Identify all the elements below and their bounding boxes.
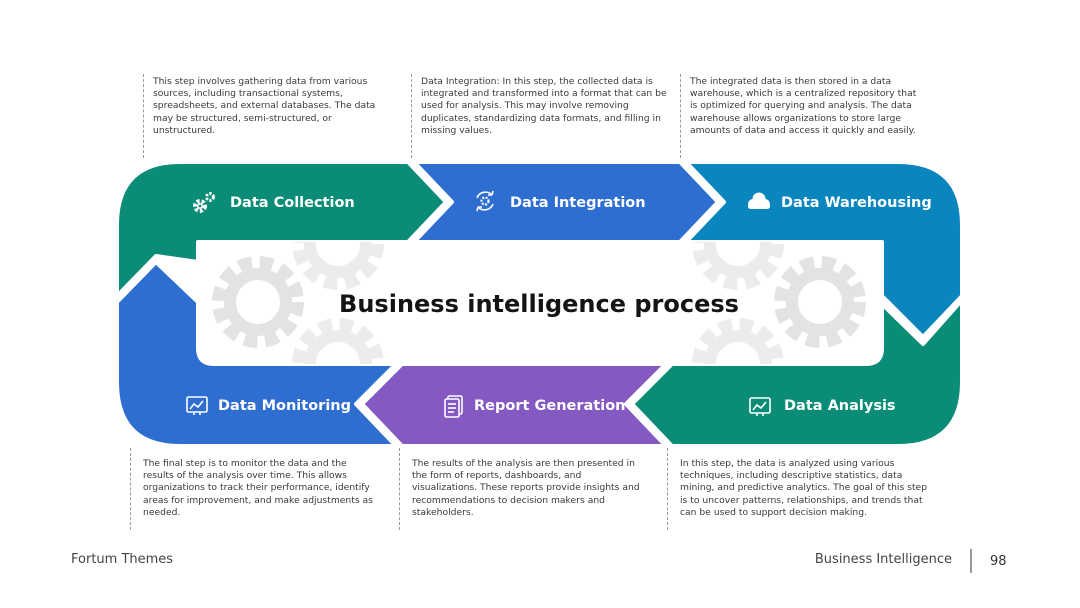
leader-line-report <box>399 448 400 530</box>
gear-icon <box>692 242 784 290</box>
footer-brand: Fortum Themes <box>71 552 174 567</box>
gear-icon <box>292 242 384 290</box>
leader-line-collection <box>143 74 144 158</box>
desc-integration: Data Integration: In this step, the coll… <box>421 76 667 136</box>
leader-line-monitoring <box>130 448 131 530</box>
chart-monitor-icon <box>749 397 771 416</box>
footer-divider <box>970 549 972 573</box>
sync-gear-icon <box>476 190 494 212</box>
cloud-icon <box>748 192 770 209</box>
gears-icon <box>193 192 215 213</box>
label-analysis: Data Analysis <box>784 398 896 414</box>
chart-monitor-icon <box>186 396 208 415</box>
leader-line-integration <box>411 74 412 158</box>
gear-icon <box>292 318 384 364</box>
gear-icon <box>212 256 304 348</box>
page-number: 98 <box>990 554 1007 569</box>
desc-collection: This step involves gathering data from v… <box>153 76 376 136</box>
gear-icon <box>692 318 784 364</box>
leader-line-warehousing <box>680 74 681 158</box>
gear-icon <box>774 256 866 348</box>
diagram-title: Business intelligence process <box>339 290 739 318</box>
label-report: Report Generation <box>474 398 626 414</box>
label-monitoring: Data Monitoring <box>218 398 351 414</box>
desc-warehousing: The integrated data is then stored in a … <box>690 76 917 136</box>
desc-analysis: In this step, the data is analyzed using… <box>680 458 928 518</box>
label-integration: Data Integration <box>510 195 646 211</box>
report-icon <box>444 395 463 418</box>
leader-line-analysis <box>667 448 668 530</box>
desc-report: The results of the analysis are then pre… <box>412 458 640 518</box>
gears-watermark <box>212 242 866 364</box>
label-warehousing: Data Warehousing <box>781 195 932 211</box>
desc-monitoring: The final step is to monitor the data an… <box>143 458 373 518</box>
footer-section-title: Business Intelligence <box>814 552 952 567</box>
label-collection: Data Collection <box>230 195 355 211</box>
